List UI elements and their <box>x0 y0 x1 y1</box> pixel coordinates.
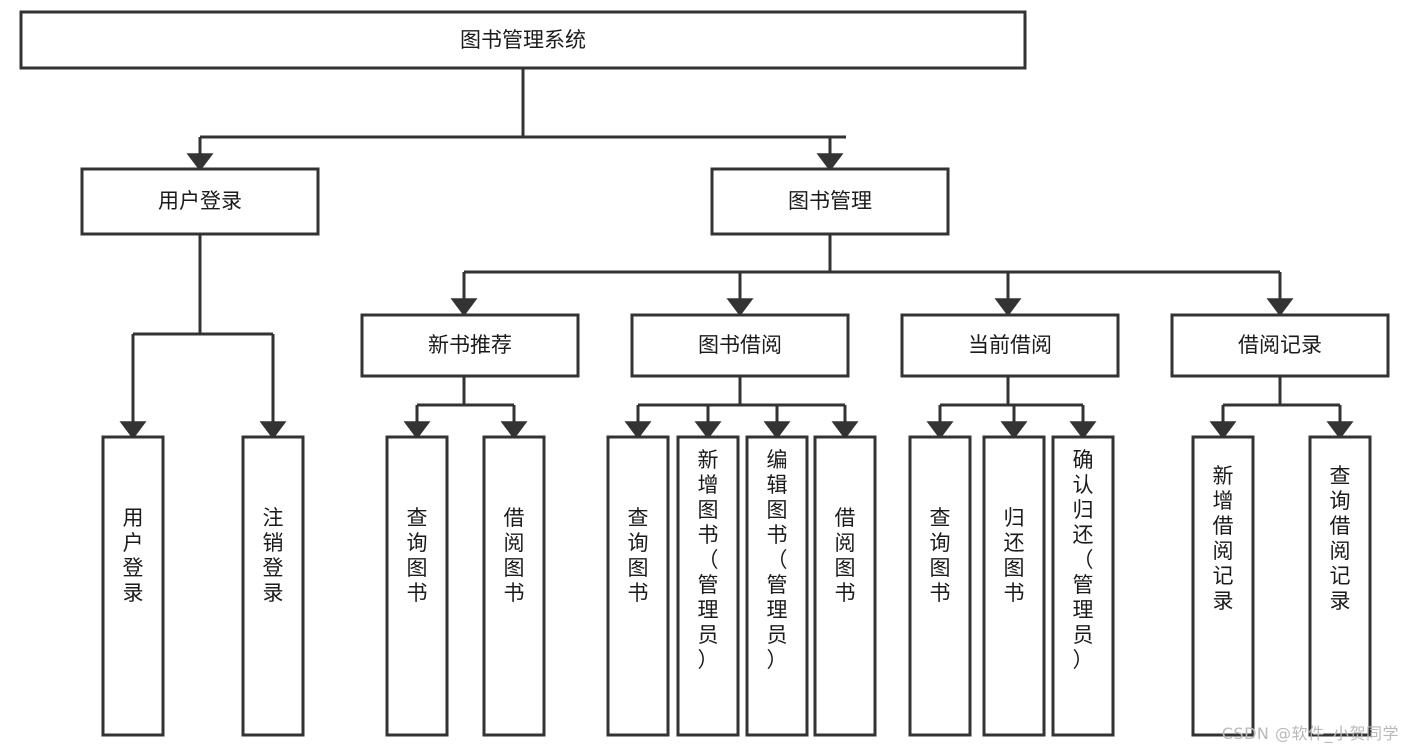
node-leaf-borrow-book-2[interactable]: 借阅图书 <box>813 435 877 737</box>
connector-book-borrow-to-leaves <box>624 376 859 440</box>
node-borrow-record[interactable]: 借阅记录 <box>1170 313 1390 378</box>
connector-current-borrow-to-leaves <box>926 376 1097 440</box>
node-book-manage-label: 图书管理 <box>788 189 872 213</box>
node-leaf-edit-book-admin-label: 编辑图书（管理员） <box>767 448 788 672</box>
node-leaf-query-book-1-label: 查询图书 <box>407 506 428 605</box>
node-user-login[interactable]: 用户登录 <box>80 167 320 236</box>
node-leaf-add-book-admin-label: 新增图书（管理员） <box>698 448 719 672</box>
node-new-book-recommend-label: 新书推荐 <box>428 333 512 357</box>
node-leaf-edit-book-admin[interactable]: 编辑图书（管理员） <box>745 435 809 737</box>
node-book-manage[interactable]: 图书管理 <box>710 167 950 236</box>
node-new-book-recommend[interactable]: 新书推荐 <box>360 313 580 378</box>
node-leaf-query-book-1[interactable]: 查询图书 <box>385 435 449 737</box>
node-leaf-confirm-return-admin[interactable]: 确认归还（管理员） <box>1051 435 1115 737</box>
node-leaf-user-login[interactable]: 用户登录 <box>101 435 165 737</box>
node-leaf-logout-login-label: 注销登录 <box>263 506 284 605</box>
node-leaf-query-borrow-record-label: 查询借阅记录 <box>1330 464 1351 613</box>
node-leaf-query-borrow-record[interactable]: 查询借阅记录 <box>1308 435 1372 737</box>
connector-user-login-to-leaves <box>119 234 287 440</box>
node-leaf-return-book-label: 归还图书 <box>1004 506 1025 605</box>
node-leaf-borrow-book-2-label: 借阅图书 <box>835 506 856 605</box>
node-current-borrow-label: 当前借阅 <box>968 333 1052 357</box>
node-leaf-query-book-2-label: 查询图书 <box>628 506 649 605</box>
node-leaf-add-book-admin[interactable]: 新增图书（管理员） <box>676 435 740 737</box>
node-user-login-label: 用户登录 <box>158 189 242 213</box>
node-leaf-borrow-book-1[interactable]: 借阅图书 <box>482 435 546 737</box>
node-root-system[interactable]: 图书管理系统 <box>19 10 1027 70</box>
node-leaf-return-book[interactable]: 归还图书 <box>982 435 1046 737</box>
node-current-borrow[interactable]: 当前借阅 <box>900 313 1120 378</box>
node-leaf-add-borrow-record-label: 新增借阅记录 <box>1213 464 1234 613</box>
node-book-borrow[interactable]: 图书借阅 <box>630 313 850 378</box>
connector-root-to-level2 <box>186 68 846 172</box>
node-leaf-query-book-3[interactable]: 查询图书 <box>908 435 972 737</box>
node-leaf-add-borrow-record[interactable]: 新增借阅记录 <box>1191 435 1255 737</box>
node-borrow-record-label: 借阅记录 <box>1238 333 1322 357</box>
node-leaf-user-login-label: 用户登录 <box>123 506 144 605</box>
node-leaf-logout-login[interactable]: 注销登录 <box>241 435 305 737</box>
node-leaf-query-book-2[interactable]: 查询图书 <box>606 435 670 737</box>
node-leaf-query-book-3-label: 查询图书 <box>930 506 951 605</box>
node-root-system-label: 图书管理系统 <box>460 28 586 52</box>
connector-new-book-recommend-to-leaves <box>403 376 528 440</box>
node-leaf-confirm-return-admin-label: 确认归还（管理员） <box>1073 448 1094 672</box>
node-book-borrow-label: 图书借阅 <box>698 333 782 357</box>
node-leaf-borrow-book-1-label: 借阅图书 <box>504 506 525 605</box>
connector-borrow-record-to-leaves <box>1209 376 1354 440</box>
connector-book-manage-to-level3 <box>450 234 1294 317</box>
